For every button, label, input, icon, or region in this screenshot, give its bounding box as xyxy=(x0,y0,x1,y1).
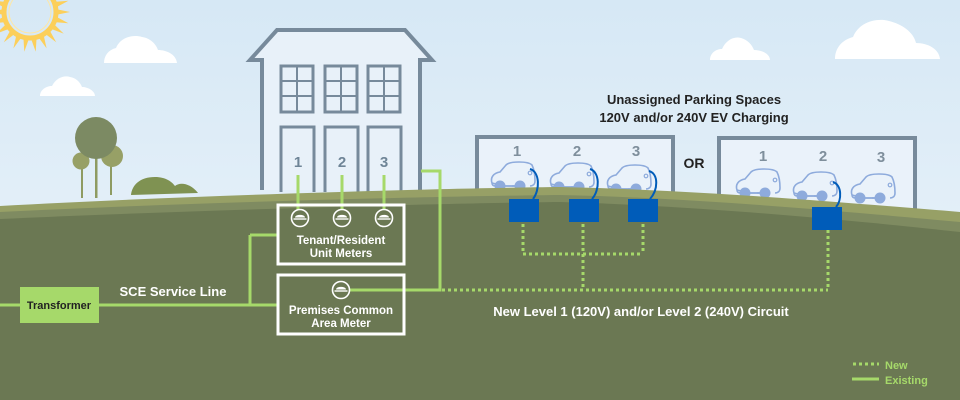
lot-a-space-3: 3 xyxy=(632,143,640,160)
tenant-meter-label-1: Tenant/Resident xyxy=(297,235,386,247)
transformer-label: Transformer xyxy=(27,300,92,312)
ground xyxy=(0,202,960,400)
unit-number-1: 1 xyxy=(294,154,302,171)
legend: New Existing xyxy=(852,360,928,387)
parking-lot-a xyxy=(475,135,675,200)
lot-a-space-1: 1 xyxy=(513,143,521,160)
or-label: OR xyxy=(684,155,705,171)
sun-ray xyxy=(0,17,4,23)
ev-charger-lot-a-2 xyxy=(569,199,599,222)
sun-ray xyxy=(52,25,64,34)
lot-b-space-1: 1 xyxy=(759,148,767,165)
ev-charger-lot-b-2 xyxy=(812,207,842,230)
lot-a-space-2: 2 xyxy=(573,143,581,160)
sun-ray xyxy=(56,17,69,24)
legend-new-label: New xyxy=(885,360,908,372)
sun-ray xyxy=(39,36,47,49)
sun-ray xyxy=(23,39,29,52)
common-meter-label-1: Premises Common xyxy=(289,305,393,317)
circuit-label: New Level 1 (120V) and/or Level 2 (240V)… xyxy=(493,304,789,319)
tenant-meter-label-2: Unit Meters xyxy=(310,248,373,260)
sun-ray xyxy=(46,31,57,43)
unit-number-2: 2 xyxy=(338,154,346,171)
sun-ray xyxy=(3,31,14,43)
charge-cables xyxy=(529,168,842,208)
lot-b-space-2: 2 xyxy=(819,148,827,165)
parking-title-2: 120V and/or 240V EV Charging xyxy=(599,110,788,125)
sun-ray xyxy=(31,39,37,52)
ev-charger-lot-a-3 xyxy=(628,199,658,222)
transformer-box xyxy=(20,287,99,323)
lot-b-space-3: 3 xyxy=(877,149,885,166)
new-circuit-wiring xyxy=(442,224,830,292)
sun-ray xyxy=(56,0,69,7)
legend-existing-label: Existing xyxy=(885,375,928,387)
cloud-icon xyxy=(40,19,940,96)
sun-icon xyxy=(0,0,70,52)
common-meter-box xyxy=(276,273,406,336)
ev-charger-lot-a-1 xyxy=(509,199,539,222)
sun-ray xyxy=(13,36,21,49)
service-line-label: SCE Service Line xyxy=(120,284,227,299)
unit-number-3: 3 xyxy=(380,154,388,171)
common-meter-label-2: Area Meter xyxy=(311,318,371,330)
parking-title-1: Unassigned Parking Spaces xyxy=(607,92,781,107)
sun-ray xyxy=(0,1,4,7)
sun-ray xyxy=(57,9,70,15)
trees xyxy=(72,117,198,198)
tenant-meter-box xyxy=(276,203,406,266)
apartment-building xyxy=(245,28,437,192)
